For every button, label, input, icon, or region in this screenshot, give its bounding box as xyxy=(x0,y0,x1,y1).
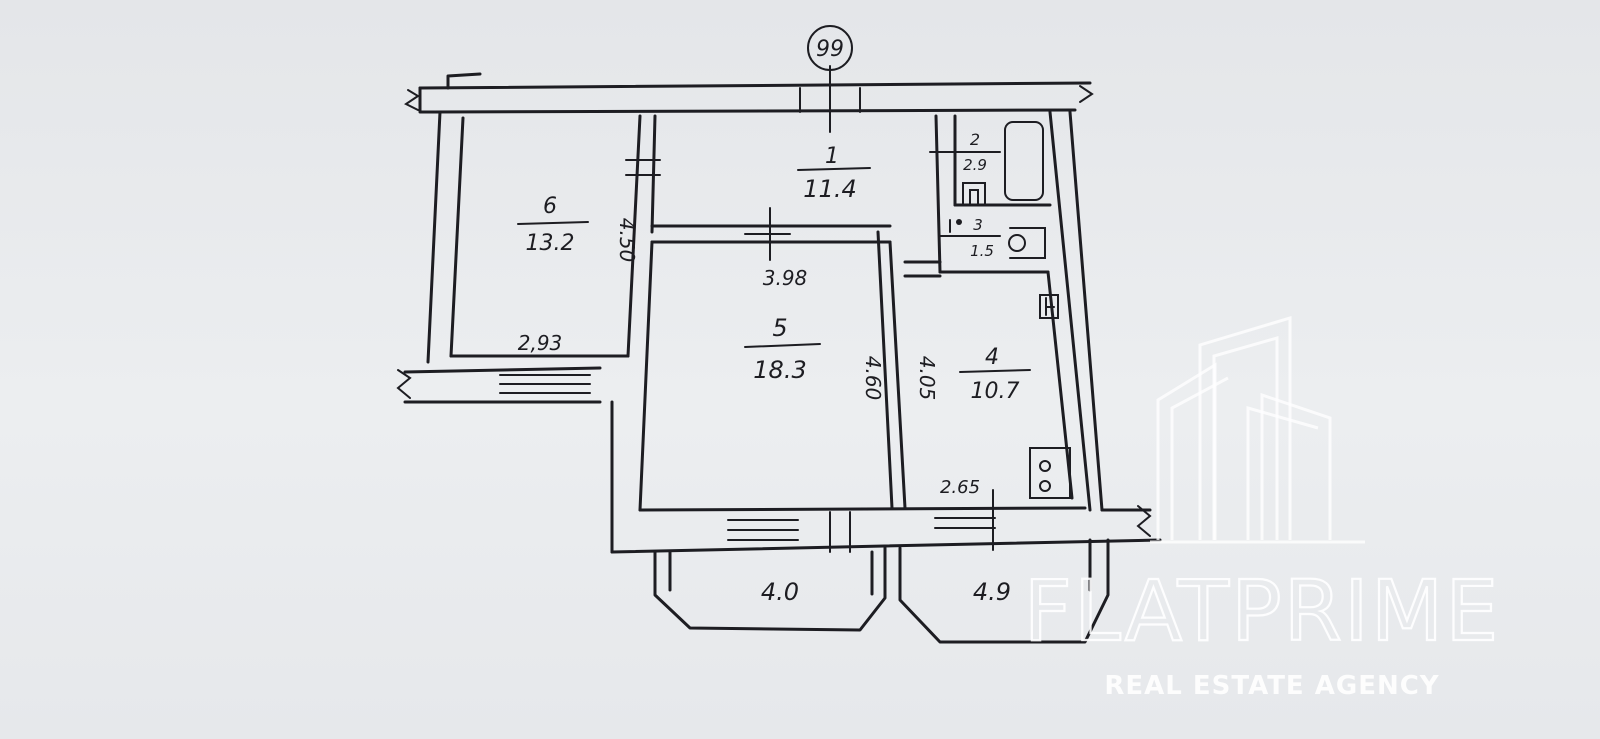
room-2-number: 2 xyxy=(970,130,980,149)
dimension-balcony-1: 4.0 xyxy=(761,578,799,606)
room-3-label: 3 1.5 xyxy=(939,216,1001,260)
room-5-number: 5 xyxy=(772,314,787,342)
dimension-room-5-width: 3.98 xyxy=(763,266,808,290)
room-6-label: 6 13.2 xyxy=(517,194,589,256)
room-3-number: 3 xyxy=(973,216,983,234)
room-5-label: 5 18.3 xyxy=(744,314,821,384)
dimension-balcony-2: 4.9 xyxy=(973,578,1011,606)
room-4-area: 10.7 xyxy=(971,379,1020,404)
building-logo-icon xyxy=(1150,315,1365,544)
room-4-number: 4 xyxy=(985,345,999,370)
plan-walls xyxy=(396,65,1162,644)
watermark-tagline: REAL ESTATE AGENCY xyxy=(1104,671,1439,701)
room-2-area: 2.9 xyxy=(963,156,987,174)
room-6-number: 6 xyxy=(543,194,557,219)
watermark-brand: FLATPRIME xyxy=(1024,562,1501,660)
room-5-area: 18.3 xyxy=(753,356,806,384)
room-2-label: 2 2.9 xyxy=(929,130,1001,174)
room-1-number: 1 xyxy=(825,144,839,169)
dimension-room-6-width: 2,93 xyxy=(518,331,563,355)
room-4-label: 4 10.7 xyxy=(959,345,1031,404)
dimension-room-5-height: 4.60 xyxy=(861,356,885,401)
building-number-marker: 99 xyxy=(807,25,853,71)
dimension-room-4-height: 4.05 xyxy=(915,356,939,401)
dimension-room-6-height: 4.50 xyxy=(615,218,639,263)
room-6-area: 13.2 xyxy=(526,231,575,256)
dimension-room-4-width: 2.65 xyxy=(940,477,980,498)
room-1-label: 1 11.4 xyxy=(797,144,871,203)
dimension-labels: 4.50 2,93 3.98 4.60 4.05 2.65 4.0 4.9 xyxy=(518,218,1011,606)
building-number: 99 xyxy=(816,37,844,62)
watermark: FLATPRIME REAL ESTATE AGENCY xyxy=(1023,315,1501,701)
room-1-area: 11.4 xyxy=(803,175,856,203)
room-3-area: 1.5 xyxy=(970,242,994,260)
